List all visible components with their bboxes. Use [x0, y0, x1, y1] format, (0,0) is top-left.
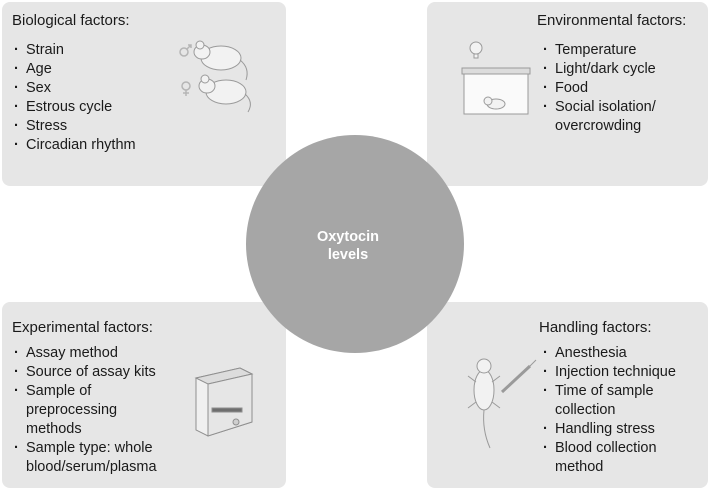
list-item: blood/serum/plasma	[26, 459, 157, 475]
experimental-factors-list: Assay method Source of assay kits Sample…	[12, 344, 157, 477]
connector-top-right	[427, 120, 493, 186]
connector-bottom-right	[427, 302, 493, 370]
list-item: method	[555, 459, 604, 475]
list-item: Injection technique	[541, 363, 676, 382]
list-item: preprocessing	[26, 402, 118, 418]
center-label-line1: Oxytocin	[316, 229, 380, 245]
assay-machine-icon	[194, 367, 254, 437]
list-item: Sample type: whole	[12, 439, 157, 458]
oxytocin-circle	[246, 135, 464, 353]
mouse-syringe-icon	[467, 358, 537, 449]
handling-factors-list: Anesthesia Injection technique Time of s…	[541, 344, 676, 477]
list-item: Light/dark cycle	[541, 60, 656, 79]
environmental-factors-title: Environmental factors:	[537, 12, 687, 29]
list-item: Food	[541, 79, 656, 98]
list-item: Assay method	[12, 344, 157, 363]
handling-factors-title: Handling factors:	[539, 319, 652, 336]
list-item: Source of assay kits	[12, 363, 157, 382]
biological-factors-list: Strain Age Sex Estrous cycle Stress Circ…	[12, 41, 136, 155]
list-item: collection	[555, 402, 616, 418]
biological-factors-title: Biological factors:	[12, 12, 130, 29]
list-item: Stress	[12, 117, 136, 136]
list-item: methods	[26, 421, 82, 437]
oxytocin-levels-label: Oxytocin levels	[258, 228, 438, 264]
cage-lamp-icon	[461, 41, 531, 115]
list-item: Time of sample	[541, 382, 676, 401]
list-item: Handling stress	[541, 420, 676, 439]
list-item: Estrous cycle	[12, 98, 136, 117]
list-item: Sample of	[12, 382, 157, 401]
list-item: Temperature	[541, 41, 656, 60]
mice-sex-icon	[179, 40, 251, 113]
list-item: Circadian rhythm	[12, 136, 136, 155]
list-item: Age	[12, 60, 136, 79]
connector-bottom-left	[212, 302, 286, 370]
list-item: Anesthesia	[541, 344, 676, 363]
list-item: Blood collection	[541, 439, 676, 458]
list-item: overcrowding	[555, 118, 642, 134]
list-item: Sex	[12, 79, 136, 98]
environmental-factors-list: Temperature Light/dark cycle Food Social…	[541, 41, 656, 136]
experimental-factors-title: Experimental factors:	[12, 319, 153, 336]
list-item: Social isolation/	[541, 98, 656, 117]
connector-top-left	[212, 120, 286, 186]
center-label-line2: levels	[327, 247, 369, 263]
list-item: Strain	[12, 41, 136, 60]
